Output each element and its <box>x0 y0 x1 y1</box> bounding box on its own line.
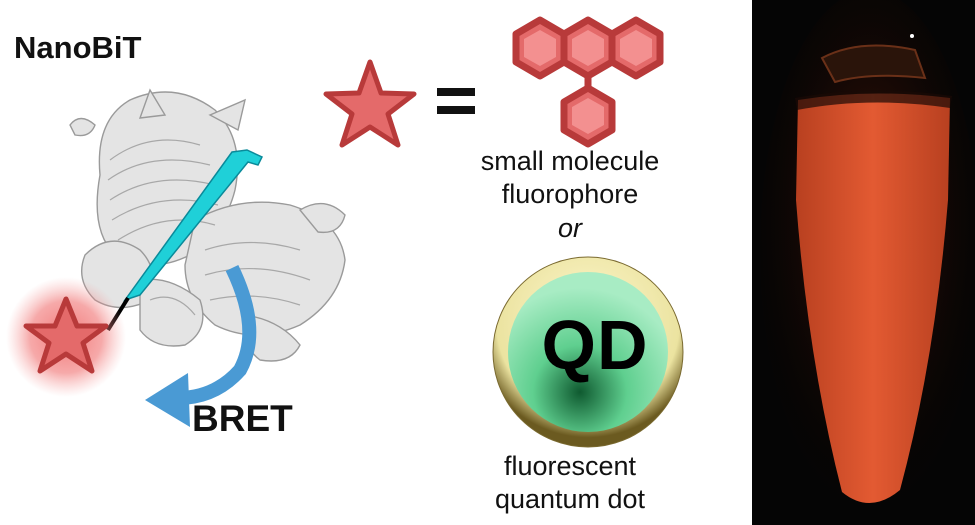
molecule-inner-rings <box>524 30 652 134</box>
bret-arrow-head <box>145 373 190 427</box>
small-molecule-caption: small molecule fluorophore <box>440 145 700 211</box>
quantum-dot-caption-line1: fluorescent <box>503 451 637 481</box>
glowing-tube <box>796 93 950 504</box>
small-molecule-caption-line1: small molecule <box>480 146 660 176</box>
bret-arrow-body <box>177 264 257 405</box>
tube-top-band <box>795 90 952 110</box>
bret-label: BRET <box>192 398 293 439</box>
quantum-dot-caption-line2: quantum dot <box>494 484 646 514</box>
equals-sign-top <box>437 88 475 96</box>
quantum-dot-caption: fluorescent quantum dot <box>440 450 700 516</box>
nanobit-title: NanoBiT <box>14 30 142 65</box>
quantum-dot-symbol: QD <box>541 306 649 384</box>
tethered-star-icon <box>23 296 109 374</box>
tube-cap-rim <box>820 44 927 84</box>
tube-sparkle <box>910 34 914 38</box>
nanobit-protein-structure <box>69 88 346 362</box>
protein-beta-strands <box>107 139 311 316</box>
legend-star-icon <box>323 59 417 148</box>
equals-sign-bottom <box>437 106 475 114</box>
small-molecule-caption-line2: fluorophore <box>501 179 639 209</box>
quantum-dot-core <box>508 272 668 432</box>
or-label: or <box>557 213 582 243</box>
